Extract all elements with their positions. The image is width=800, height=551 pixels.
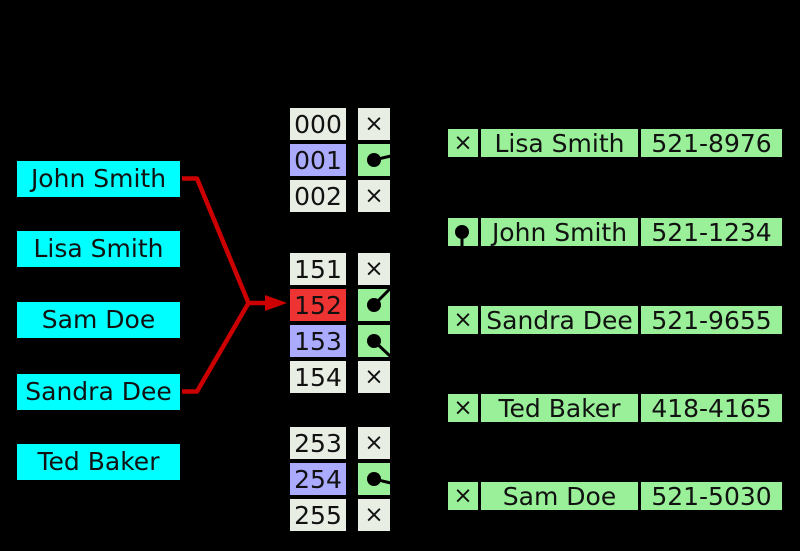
bucket-pointer-cell: × xyxy=(356,178,392,214)
key-label: Ted Baker xyxy=(37,447,160,476)
entry-phone-cell: 521-1234 xyxy=(638,217,782,247)
entry-phone-cell: 521-9655 xyxy=(638,305,782,335)
bucket-row-151: 151 × xyxy=(288,251,392,287)
entry-ted-baker: × Ted Baker 418-4165 xyxy=(446,392,784,424)
entry-phone: 521-5030 xyxy=(651,481,772,511)
bucket-index: 002 xyxy=(294,181,342,211)
entry-lisa-smith: × Lisa Smith 521-8976 xyxy=(446,127,784,159)
bucket-pointer-cell: × xyxy=(356,497,392,533)
null-pointer-icon: × xyxy=(364,256,384,282)
entry-phone-cell: 521-5030 xyxy=(638,481,782,511)
bucket-index-cell: 000 xyxy=(288,106,348,142)
entry-name-cell: Lisa Smith xyxy=(478,128,638,158)
bucket-row-001: 001 xyxy=(288,142,392,178)
bucket-pointer-cell xyxy=(356,142,392,178)
entry-next-pointer-cell xyxy=(448,218,478,246)
entry-phone-cell: 418-4165 xyxy=(638,393,782,423)
bucket-row-153: 153 xyxy=(288,323,392,359)
entry-john-smith: John Smith 521-1234 xyxy=(446,216,784,248)
bucket-pointer-cell: × xyxy=(356,425,392,461)
bucket-index: 255 xyxy=(294,500,342,530)
null-pointer-icon: × xyxy=(364,183,384,209)
entry-phone: 521-9655 xyxy=(651,305,772,335)
bucket-row-002: 002 × xyxy=(288,178,392,214)
bucket-row-254: 254 xyxy=(288,461,392,497)
bucket-index: 153 xyxy=(294,326,342,356)
bucket-index-cell: 154 xyxy=(288,359,348,395)
bucket-pointer-cell: × xyxy=(356,359,392,395)
bucket-index: 254 xyxy=(294,464,342,494)
entry-name-cell: John Smith xyxy=(478,217,638,247)
null-pointer-icon: × xyxy=(364,430,384,456)
key-label: Lisa Smith xyxy=(33,234,164,263)
entry-phone: 521-8976 xyxy=(651,128,772,158)
bucket-pointer-cell: × xyxy=(356,106,392,142)
null-pointer-icon: × xyxy=(364,364,384,390)
key-box-lisa-smith: Lisa Smith xyxy=(17,231,180,267)
entry-name-cell: Ted Baker xyxy=(478,393,638,423)
collision-arrow-john-smith xyxy=(182,176,251,304)
bucket-index-cell: 255 xyxy=(288,497,348,533)
entry-next-pointer-cell: × xyxy=(448,482,478,510)
bucket-index-cell: 151 xyxy=(288,251,348,287)
bucket-row-154: 154 × xyxy=(288,359,392,395)
bucket-pointer-cell xyxy=(356,461,392,497)
null-pointer-icon: × xyxy=(364,111,384,137)
entry-name: John Smith xyxy=(491,217,628,247)
bucket-index: 001 xyxy=(294,145,342,175)
entry-next-pointer-cell: × xyxy=(448,306,478,334)
null-pointer-icon: × xyxy=(453,483,473,509)
key-box-ted-baker: Ted Baker xyxy=(17,444,180,480)
null-pointer-icon: × xyxy=(453,395,473,421)
bucket-pointer-cell: × xyxy=(356,251,392,287)
bucket-row-253: 253 × xyxy=(288,425,392,461)
bucket-row-255: 255 × xyxy=(288,497,392,533)
entry-name: Lisa Smith xyxy=(494,128,625,158)
entry-phone-cell: 521-8976 xyxy=(638,128,782,158)
bucket-index-cell: 152 xyxy=(288,287,348,323)
bucket-index: 000 xyxy=(294,109,342,139)
entry-sandra-dee: × Sandra Dee 521-9655 xyxy=(446,304,784,336)
bucket-index-cell: 254 xyxy=(288,461,348,497)
entry-phone: 521-1234 xyxy=(651,217,772,247)
key-label: John Smith xyxy=(30,164,167,193)
entry-name-cell: Sandra Dee xyxy=(478,305,638,335)
null-pointer-icon: × xyxy=(453,130,473,156)
entry-name: Sandra Dee xyxy=(486,305,633,335)
entry-next-pointer-cell: × xyxy=(448,394,478,422)
bucket-index-cell: 001 xyxy=(288,142,348,178)
collision-arrowhead xyxy=(265,295,287,311)
entry-sam-doe: × Sam Doe 521-5030 xyxy=(446,480,784,512)
entry-name: Sam Doe xyxy=(502,481,617,511)
bucket-row-152: 152 xyxy=(288,287,392,323)
bucket-index: 151 xyxy=(294,254,342,284)
collision-arrow-sandra-dee xyxy=(182,301,251,394)
bucket-pointer-cell xyxy=(356,323,392,359)
entry-next-pointer-cell: × xyxy=(448,129,478,157)
bucket-pointer-cell xyxy=(356,287,392,323)
entry-name: Ted Baker xyxy=(498,393,621,423)
key-box-sandra-dee: Sandra Dee xyxy=(17,374,180,410)
key-label: Sandra Dee xyxy=(25,377,172,406)
key-label: Sam Doe xyxy=(41,305,156,334)
bucket-index-cell: 253 xyxy=(288,425,348,461)
entry-phone: 418-4165 xyxy=(651,393,772,423)
null-pointer-icon: × xyxy=(364,502,384,528)
bucket-index: 152 xyxy=(294,290,342,320)
bucket-index: 154 xyxy=(294,362,342,392)
entry-name-cell: Sam Doe xyxy=(478,481,638,511)
bucket-row-000: 000 × xyxy=(288,106,392,142)
bucket-index-cell: 153 xyxy=(288,323,348,359)
bucket-index-cell: 002 xyxy=(288,178,348,214)
bucket-index: 253 xyxy=(294,428,342,458)
key-box-john-smith: John Smith xyxy=(17,161,180,197)
key-box-sam-doe: Sam Doe xyxy=(17,302,180,338)
null-pointer-icon: × xyxy=(453,307,473,333)
